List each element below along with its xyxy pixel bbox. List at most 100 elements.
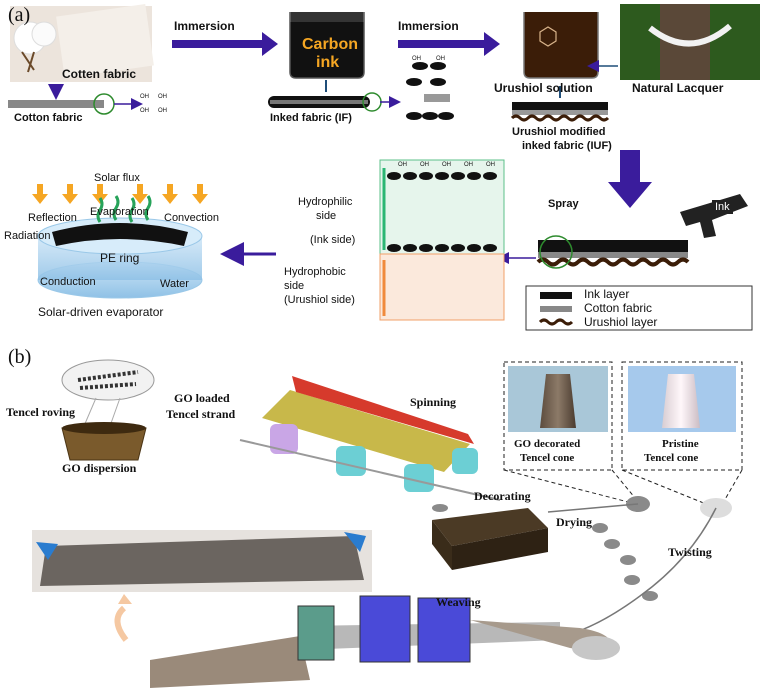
decorated-cone-label-1: GO decorated xyxy=(514,438,581,450)
ink-particle xyxy=(403,244,417,252)
pristine-cone-label-1: Pristine xyxy=(662,438,699,450)
panel-a-letter: (a) xyxy=(8,4,31,26)
ink-particle xyxy=(419,172,433,180)
solar-evaporator xyxy=(37,217,203,299)
solar-flux-arrow xyxy=(32,184,48,204)
solar-flux-label: Solar flux xyxy=(94,172,140,184)
return-arrow xyxy=(114,605,129,642)
hydrophobic-label-2: side xyxy=(284,280,305,292)
tencel-roving-label: Tencel roving xyxy=(6,405,76,419)
oh-group-label: OH xyxy=(140,94,149,100)
oh-group-label: OH xyxy=(140,108,149,114)
decorated-cone-label-2: Tencel cone xyxy=(520,452,575,464)
oh-group-label: OH xyxy=(464,162,473,168)
oh-group-label: OH xyxy=(412,56,421,62)
iuf-cross-section xyxy=(497,235,690,269)
evaporation-waves xyxy=(96,195,152,223)
pristine-cone-photo xyxy=(628,366,736,432)
oh-group-label: OH xyxy=(486,162,495,168)
hydrophilic-label-3: (Ink side) xyxy=(310,234,356,246)
oh-group-label: OH xyxy=(158,108,167,114)
solar-flux-arrow xyxy=(92,184,108,204)
weaving-label: Weaving xyxy=(436,595,481,609)
go-loaded-label-1: GO loaded xyxy=(174,391,230,405)
evaporation-label: Evaporation xyxy=(90,206,149,218)
ink-particle xyxy=(387,172,401,180)
natural-lacquer-label: Natural Lacquer xyxy=(632,81,724,95)
legend-box xyxy=(525,285,753,331)
janus-ink-dots xyxy=(387,172,497,252)
solar-flux-arrow xyxy=(192,184,208,204)
immersion-arrow-2 xyxy=(398,32,500,56)
oh-group-label: OH xyxy=(398,162,407,168)
go-loaded-label-2: Tencel strand xyxy=(166,407,236,421)
ink-tag: Ink xyxy=(712,200,733,215)
pristine-cone-label-2: Tencel cone xyxy=(644,452,699,464)
cotton-fabric-strip xyxy=(8,84,143,115)
ink-particle xyxy=(483,172,497,180)
iuf-label-1: Urushiol modified xyxy=(512,126,606,138)
carbon-ink-label-2: ink xyxy=(316,54,340,71)
janus-structure-panel xyxy=(379,159,505,321)
cotton-fabric-photo xyxy=(10,4,154,82)
go-dispersion-label: GO dispersion xyxy=(62,461,137,475)
finished-fabric-photo xyxy=(32,530,372,592)
water-label: Water xyxy=(160,278,189,290)
ink-particle xyxy=(483,244,497,252)
sun-flux-arrows xyxy=(32,184,208,204)
oh-group-label: OH xyxy=(158,94,167,100)
decorating-label: Decorating xyxy=(474,489,531,503)
inked-fabric-strip xyxy=(268,80,401,112)
iuf-strip xyxy=(510,86,610,122)
ink-molecular-chain xyxy=(406,62,454,120)
ink-particle xyxy=(435,244,449,252)
oh-group-label: OH xyxy=(436,56,445,62)
solar-flux-arrow xyxy=(162,184,178,204)
carbon-ink-label-1: Carbon xyxy=(302,36,358,53)
urushiol-beaker xyxy=(523,12,599,79)
evaporator-caption: Solar-driven evaporator xyxy=(38,305,164,319)
spinning-label: Spinning xyxy=(410,395,457,409)
spinning-machine xyxy=(239,376,501,501)
ink-particle xyxy=(419,244,433,252)
pe-ring-label: PE ring xyxy=(100,251,140,265)
immersion-label-1: Immersion xyxy=(174,19,235,33)
oh-group-label: OH xyxy=(442,162,451,168)
spray-down-arrow xyxy=(608,150,652,208)
go-dispersion-pot xyxy=(61,422,147,461)
cotton-photo-label: Cotten fabric xyxy=(62,67,137,81)
ink-particle xyxy=(403,172,417,180)
ink-particle xyxy=(467,244,481,252)
radiation-label: Radiation xyxy=(4,230,51,242)
hydrophilic-label-2: side xyxy=(316,210,337,222)
hydrophobic-label-3: (Urushiol side) xyxy=(284,294,355,306)
solar-flux-arrow xyxy=(132,184,148,204)
ink-particle xyxy=(435,172,449,180)
graphene-bubble xyxy=(61,359,155,427)
twisting-label: Twisting xyxy=(668,545,712,559)
cotton-strip-label: Cotton fabric xyxy=(14,112,83,124)
ink-particle xyxy=(451,172,465,180)
weaving-loom xyxy=(150,595,620,688)
go-cone-photo xyxy=(508,366,608,432)
reflection-label: Reflection xyxy=(28,212,77,224)
ink-particle xyxy=(387,244,401,252)
inked-fabric-label: Inked fabric (IF) xyxy=(270,112,352,124)
decorating-tray xyxy=(432,504,548,570)
ink-particle xyxy=(467,172,481,180)
legend-ink-layer: Ink layer xyxy=(584,287,630,301)
panel-b-letter: (b) xyxy=(8,346,32,368)
legend-urushiol-layer: Urushiol layer xyxy=(584,315,658,329)
carbon-ink-beaker xyxy=(289,12,365,79)
ink-particle xyxy=(451,244,465,252)
iuf-label-2: inked fabric (IUF) xyxy=(522,140,612,152)
conduction-label: Conduction xyxy=(40,276,96,288)
drying-label: Drying xyxy=(556,515,592,529)
hydrophilic-label-1: Hydrophilic xyxy=(298,196,353,208)
hydrophobic-label-1: Hydrophobic xyxy=(284,266,346,278)
immersion-label-2: Immersion xyxy=(398,19,459,33)
solar-flux-arrow xyxy=(62,184,78,204)
immersion-arrow-1 xyxy=(172,32,278,56)
natural-lacquer-photo xyxy=(587,4,760,80)
